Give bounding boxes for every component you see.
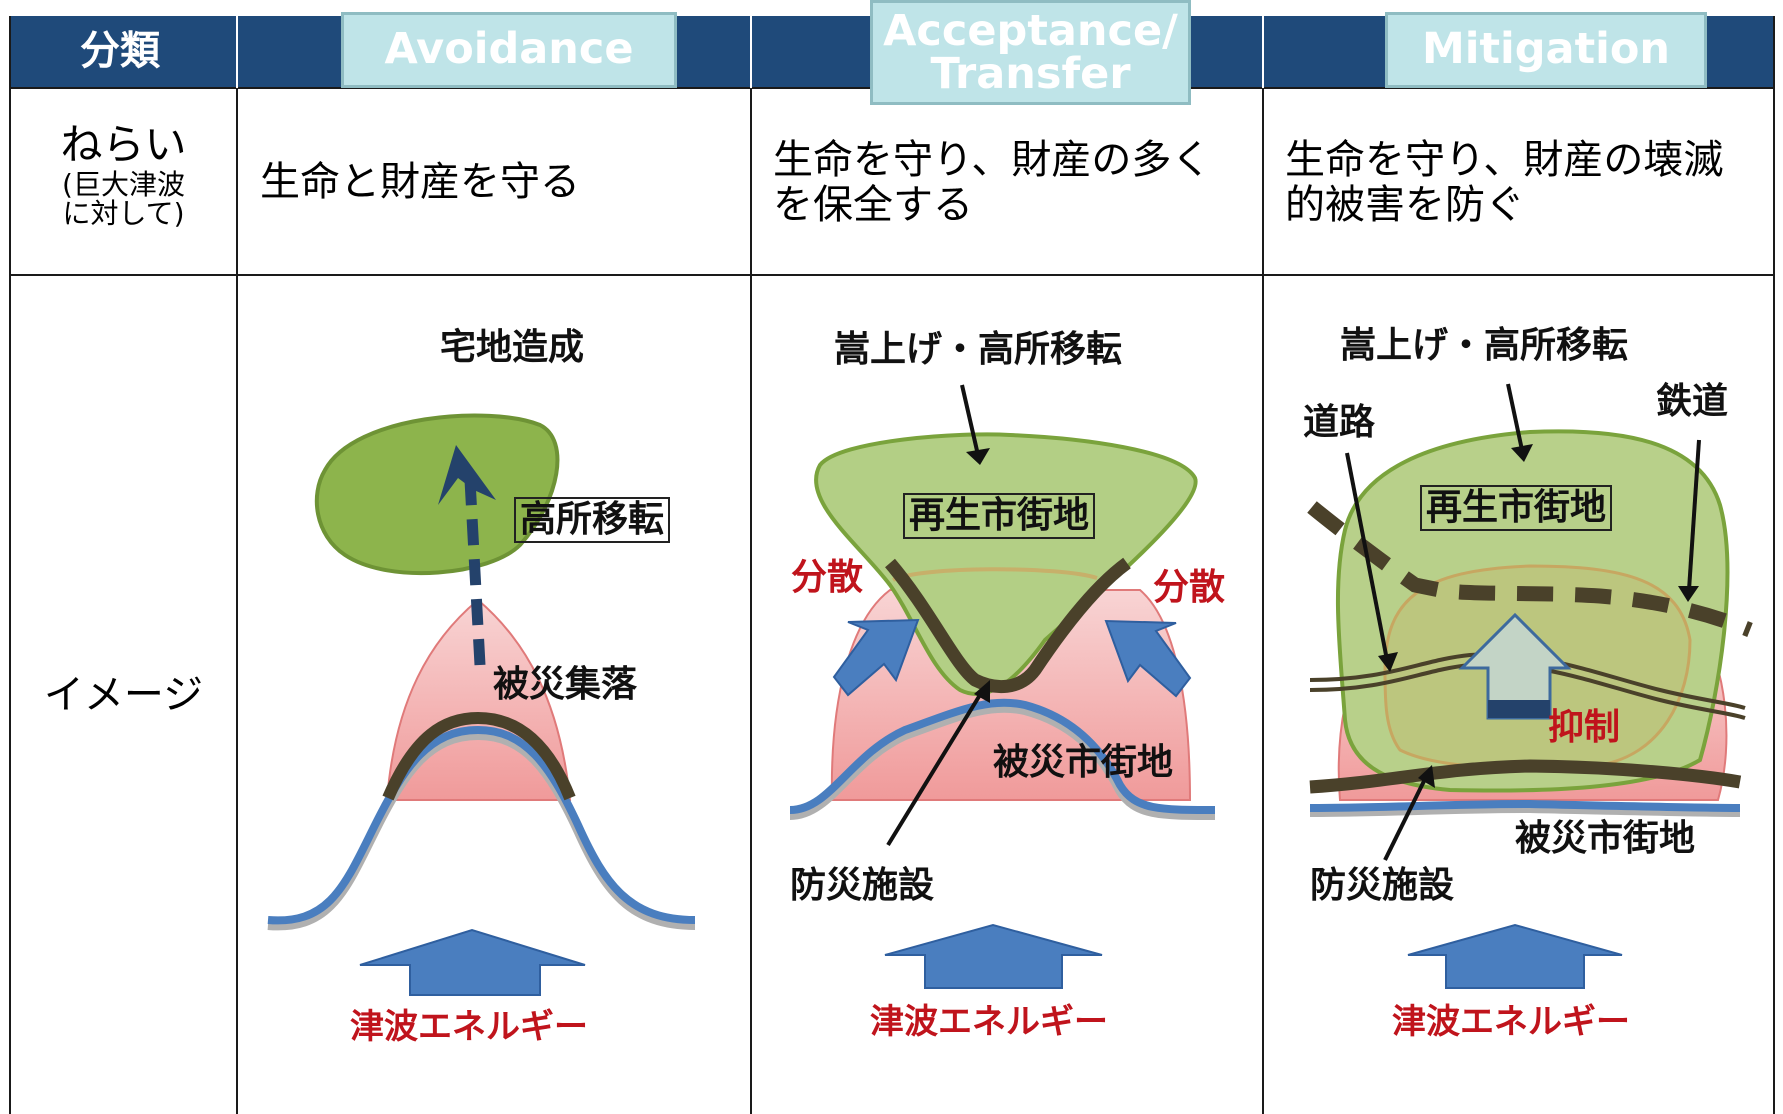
facility-label-3: 防災施設 [1310,865,1455,906]
levee-line [382,711,576,801]
disperse-label-left: 分散 [791,557,864,598]
levee-line-2 [885,557,1131,694]
mitigation-header: Mitigation [1385,12,1707,88]
coastline-wave-2 [789,698,1216,814]
relocation-arrow-head [438,445,496,505]
acceptance-label: Acceptance/ Transfer [883,5,1178,99]
relocation-label: 高所移転 [514,497,671,543]
disperse-arrow-left [832,618,920,697]
image-row-label: イメージ [43,672,204,718]
facility-pointer [886,688,985,847]
aim-row-sublabel: (巨大津波 に対して) [62,168,185,231]
energy-arrow-3 [1407,923,1623,989]
facility-pointer-head [974,680,990,703]
mitigation-label: Mitigation [1421,24,1671,75]
facility-label: 防災施設 [790,865,935,906]
acceptance-illustration [789,384,1216,989]
rebuilt-city-label: 再生市街地 [903,493,1096,539]
avoidance-header: Avoidance [341,12,677,88]
aim-avoidance: 生命と財産を守る [260,159,580,205]
relocation-site [314,413,560,576]
aim-acceptance: 生命を守り、財産の多く を保全する [773,137,1212,229]
coastline-wave [267,725,696,925]
damaged-city-label-3: 被災市街地 [1515,818,1696,859]
rebuilt-city-label-3: 再生市街地 [1420,485,1613,531]
disperse-arrow-right [1104,619,1192,698]
tsunami-energy-label-3: 津波エネルギー [1392,1002,1630,1042]
raise-pointer-head-3 [1511,444,1533,462]
energy-arrow [359,928,586,996]
suppression-label: 抑制 [1548,707,1621,748]
avoidance-illustration [267,413,696,996]
railway-label: 鉄道 [1656,381,1729,422]
levee-line-3 [1309,759,1742,794]
damaged-city-label: 被災市街地 [993,742,1174,783]
road-pointer [1345,452,1389,661]
raising-relocation-label: 嵩上げ・高所移転 [834,329,1123,370]
acceptance-header: Acceptance/ Transfer [870,0,1191,105]
tsunami-energy-label-1: 津波エネルギー [350,1007,588,1047]
raise-pointer-head [966,448,990,465]
raise-pointer-3 [1506,383,1524,451]
railway-pointer [1687,439,1701,591]
suppression-arrow [1458,612,1572,720]
aim-row-label: ねらい [60,120,187,169]
coastline-wave-3 [1309,799,1741,812]
aim-mitigation: 生命を守り、財産の壊滅 的被害を防ぐ [1285,137,1724,229]
housing-site-label: 宅地造成 [440,327,585,368]
facility-pointer-head-3 [1418,765,1435,788]
suppression-arrow-base [1488,700,1550,718]
energy-arrow-2 [884,923,1103,989]
mitigation-illustration [1307,383,1753,989]
facility-pointer-3 [1383,774,1429,861]
road-label: 道路 [1303,402,1376,443]
raising-relocation-label-3: 嵩上げ・高所移転 [1340,325,1629,366]
disperse-label-right: 分散 [1153,567,1226,608]
avoidance-label: Avoidance [384,24,634,75]
damaged-village-label: 被災集落 [493,664,638,705]
raise-pointer [960,384,980,456]
railway-pointer-head [1678,586,1699,602]
road-pointer-head [1378,652,1398,672]
tsunami-energy-label-2: 津波エネルギー [870,1002,1108,1042]
category-header: 分類 [80,28,160,74]
relocation-arrow-shaft [464,479,486,666]
